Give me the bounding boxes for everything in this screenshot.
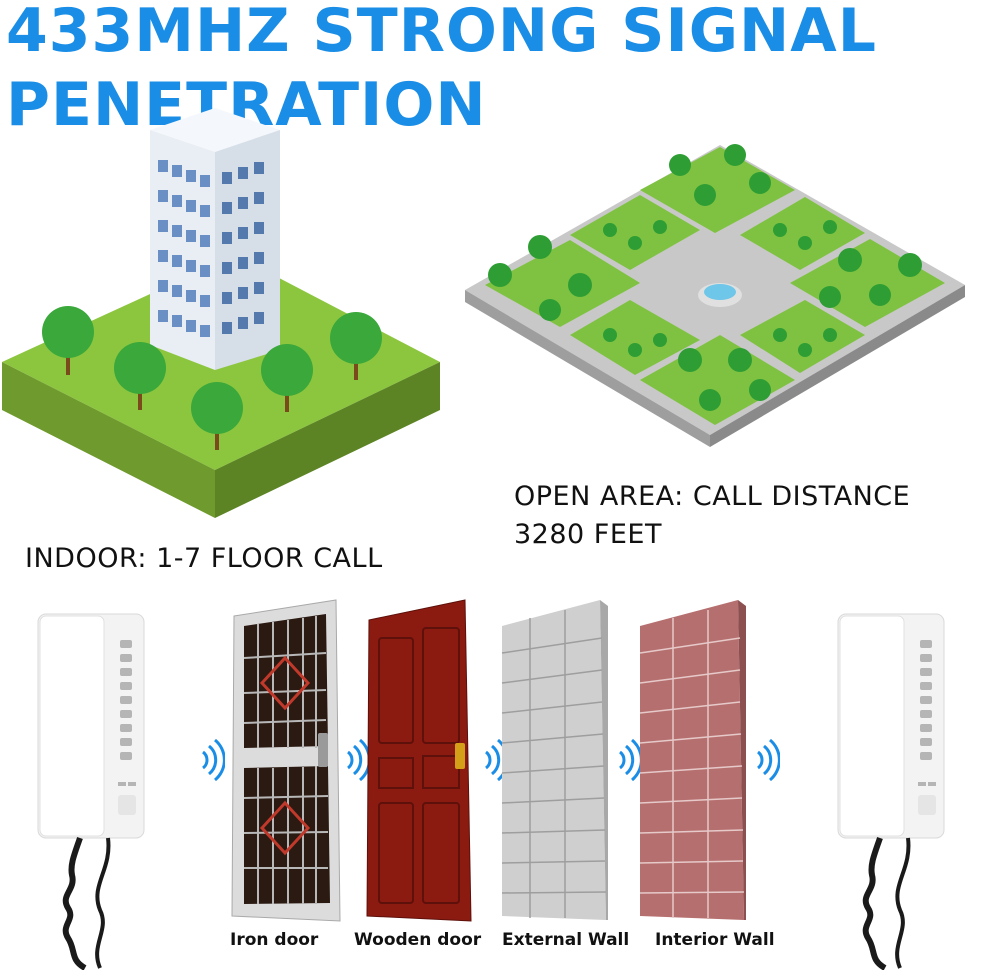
signal-wave-icon [750,738,780,782]
building-illustration [0,100,445,520]
headline: 433MHZ STRONG SIGNAL PENETRATION [6,0,877,142]
open-area-line-2: 3280 FEET [514,519,662,550]
iron-door-icon [228,598,343,923]
headline-line-1: 433MHZ STRONG SIGNAL [6,0,877,66]
intercom-phone-icon [30,610,160,970]
obstacle-label-interior-wall: Interior Wall [655,930,775,950]
city-park-illustration [460,135,970,455]
interior-wall-icon [638,598,748,923]
obstacle-label-external-wall: External Wall [502,930,630,950]
indoor-caption: INDOOR: 1-7 FLOOR CALL [25,543,383,574]
open-area-caption: OPEN AREA: CALL DISTANCE 3280 FEET [514,478,910,554]
external-wall-icon [500,598,610,923]
open-area-line-1: OPEN AREA: CALL DISTANCE [514,481,911,512]
intercom-phone-icon [830,610,960,970]
signal-wave-icon [195,738,225,782]
obstacle-label-iron-door: Iron door [230,930,319,950]
obstacle-label-wooden-door: Wooden door [354,930,482,950]
wooden-door-icon [365,598,475,923]
